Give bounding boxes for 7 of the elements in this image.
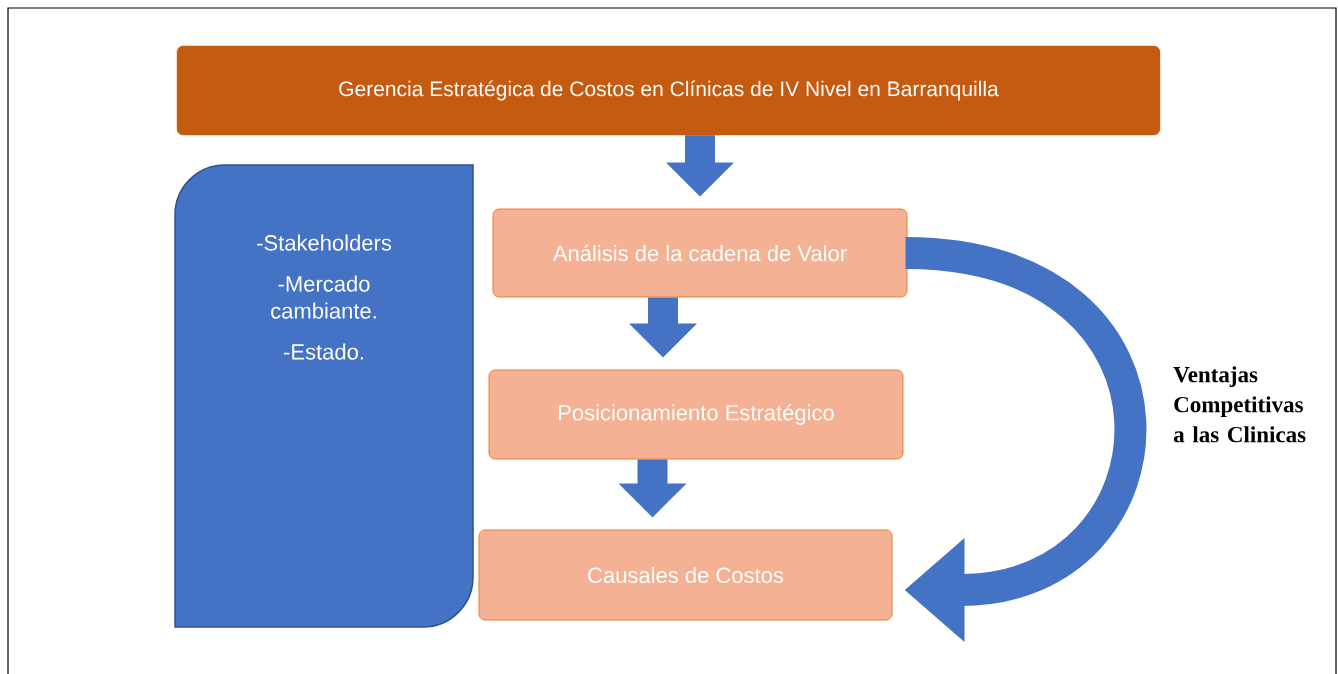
curved-arrow xyxy=(903,237,1147,642)
process-box: Análisis de la cadena de Valor xyxy=(492,208,908,298)
process-box: Causales de Costos xyxy=(478,529,893,621)
side-label: Ventajas Competitivas a las Clinicas xyxy=(1173,366,1306,443)
process-box: Posicionamiento Estratégico xyxy=(488,369,904,460)
side-panel: -Stakeholders -Mercado cambiante. -Estado. xyxy=(174,164,474,628)
title-banner: Gerencia Estratégica de Costos en Clínicas de IV Nivel en Barranquilla xyxy=(176,45,1161,136)
